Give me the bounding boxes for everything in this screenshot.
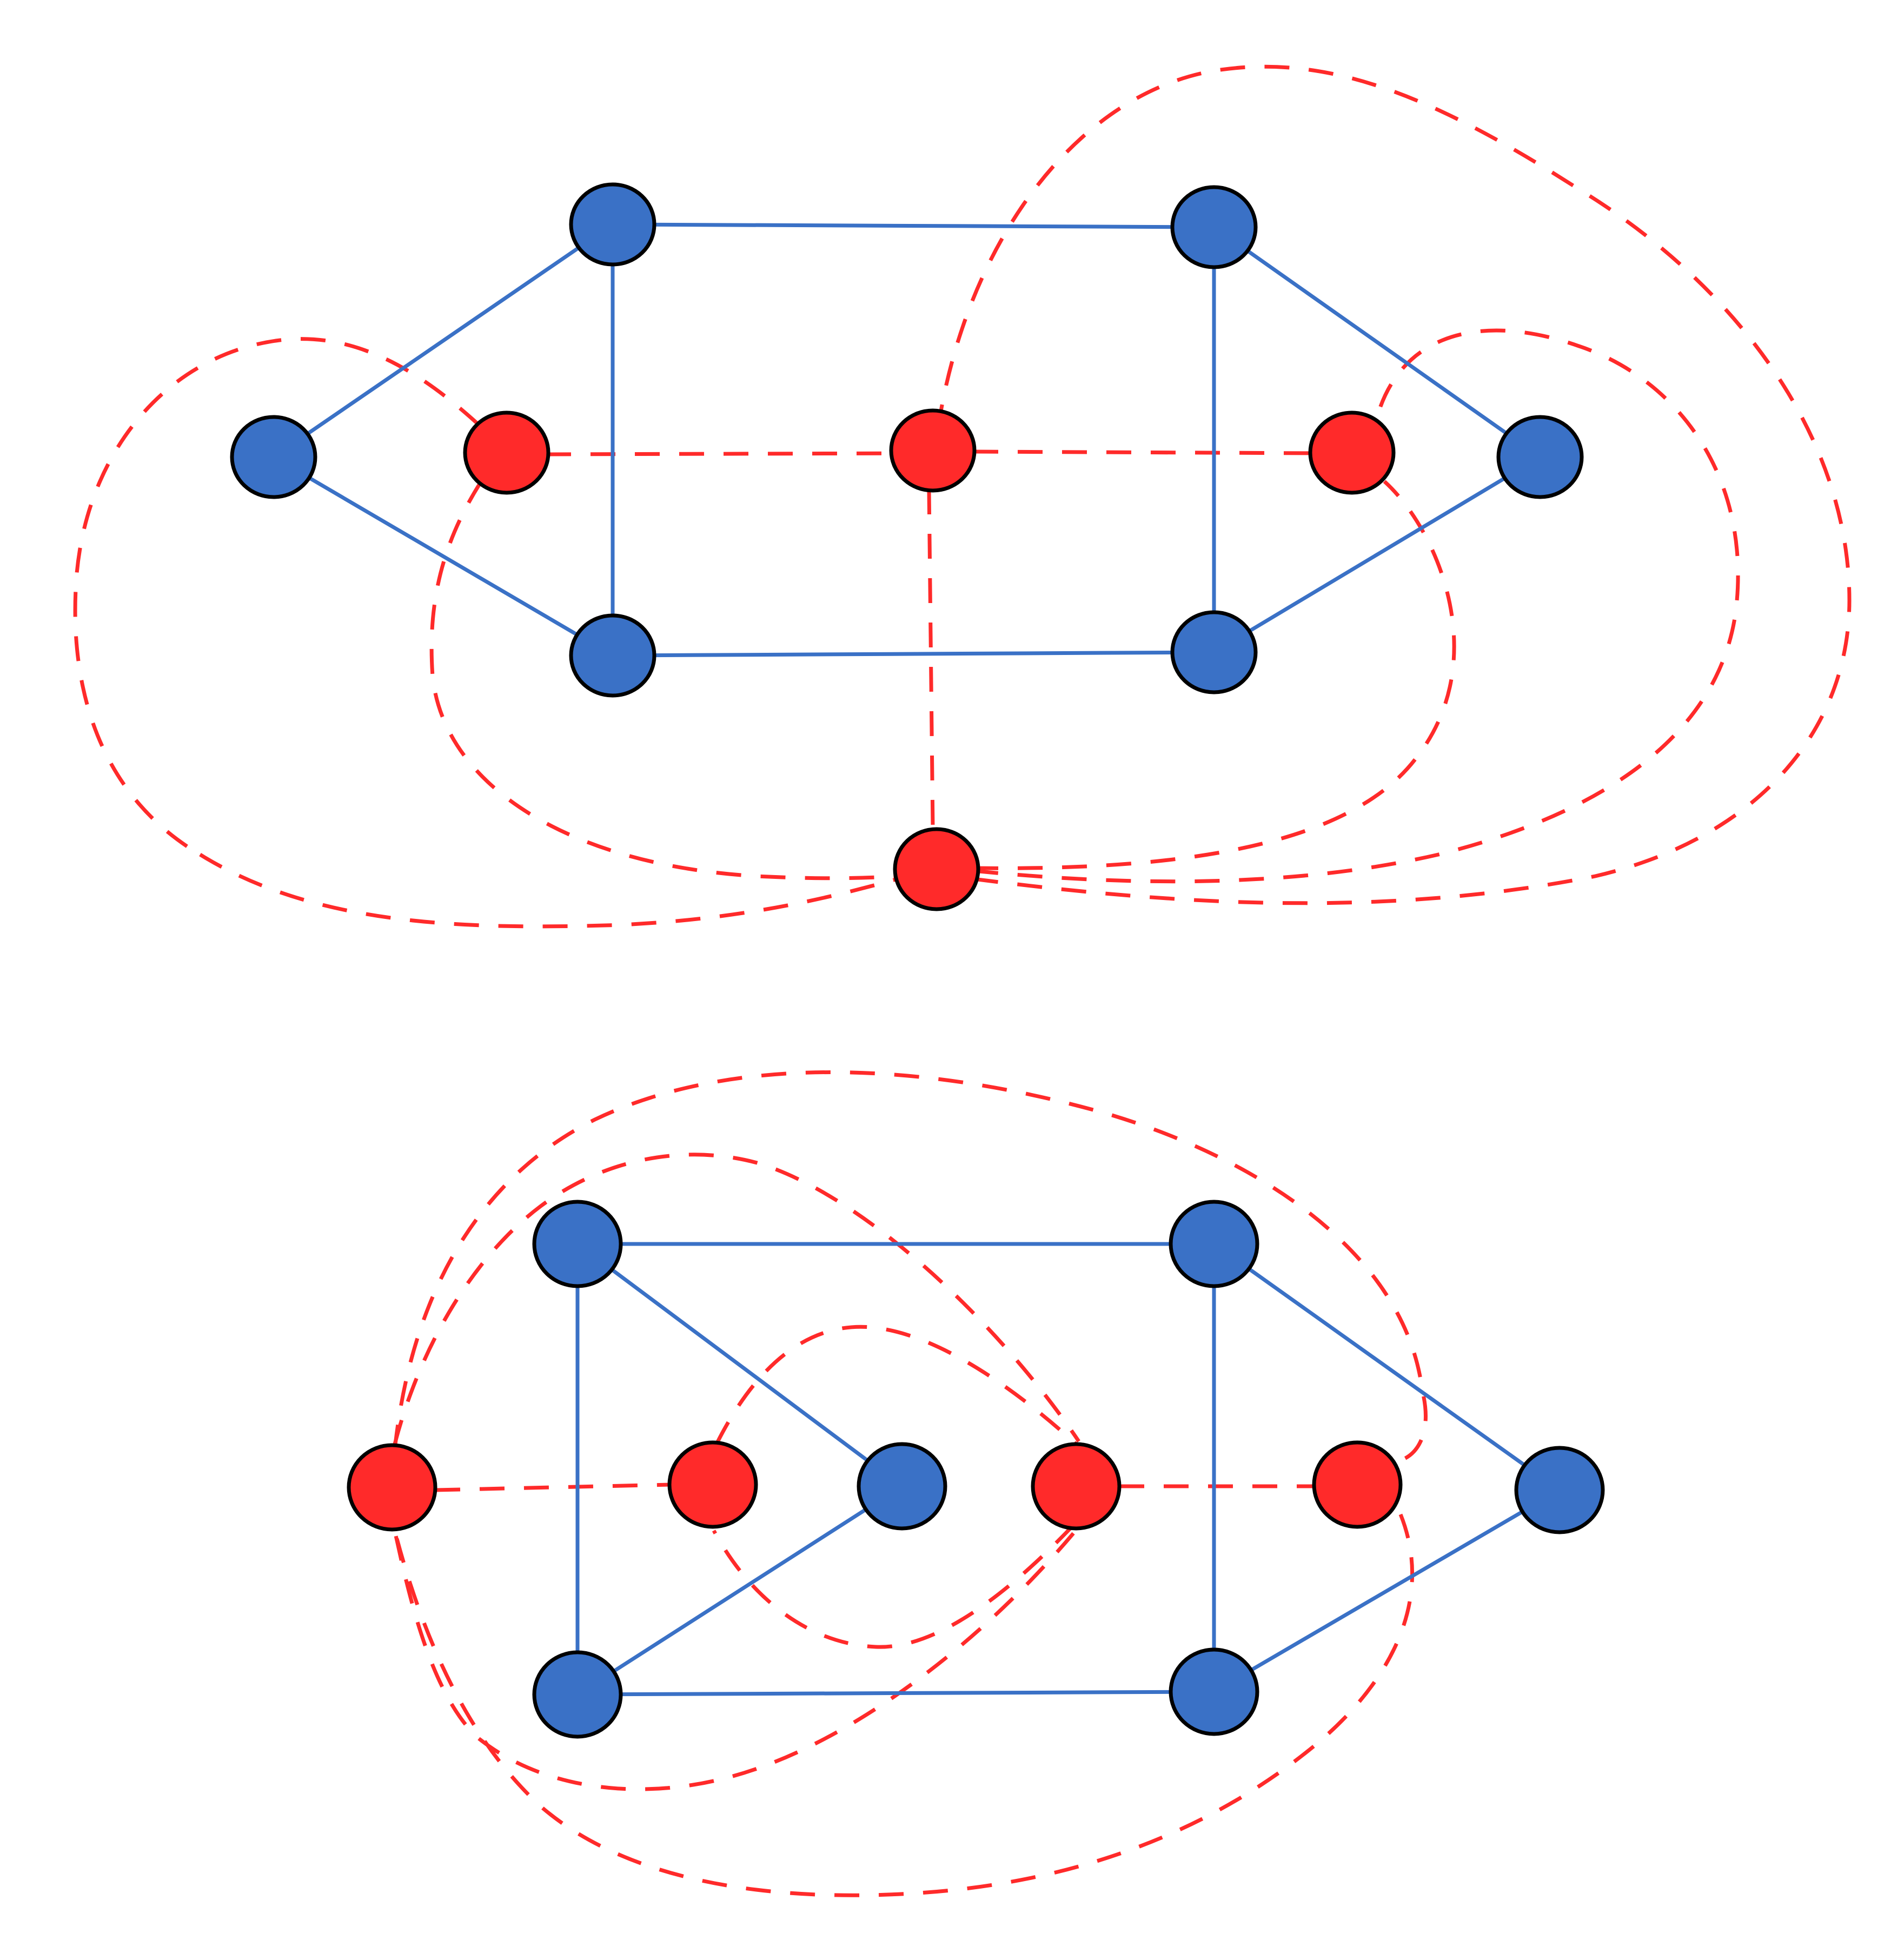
top-primal-node-right bbox=[1496, 415, 1584, 499]
bottom-edge-ll-inner bbox=[575, 1484, 904, 1697]
bottom-dual-node-right bbox=[1312, 1440, 1403, 1529]
bottom-edge-ll-lr bbox=[575, 1690, 1216, 1697]
top-dual-edge-left-outer bbox=[199, 853, 898, 929]
bottom-primal-node-right bbox=[1514, 1446, 1605, 1534]
top-dual-edge-center-right bbox=[973, 449, 1320, 455]
top-dual-edge-right-loop bbox=[973, 328, 1740, 884]
bottom-graph bbox=[347, 1070, 1605, 1897]
bottom-edge-ur-right bbox=[1212, 1242, 1562, 1492]
top-dual-nodes bbox=[463, 408, 1396, 911]
top-edge-left-ul bbox=[271, 222, 615, 459]
top-dual-node-right bbox=[1308, 411, 1396, 495]
top-edge-lr-right bbox=[1212, 455, 1542, 654]
top-primal-node-upper-left bbox=[569, 182, 656, 267]
bottom-dual-edge-middle-loop bbox=[393, 1153, 1080, 1791]
top-dual-edge-left-loop-upper bbox=[73, 337, 480, 857]
bottom-dual-edge-outer-loop bbox=[393, 1070, 1428, 1897]
top-dual-edges bbox=[73, 64, 1852, 929]
top-dual-edge-right-inner bbox=[973, 480, 1456, 870]
bottom-edge-ul-inner bbox=[575, 1242, 904, 1488]
top-primal-node-left bbox=[230, 415, 317, 499]
top-dual-edge-center-bottom bbox=[927, 489, 935, 828]
bottom-primal-nodes bbox=[532, 1200, 1605, 1739]
bottom-dual-node-far-left bbox=[347, 1443, 437, 1532]
bottom-dual-edge-far-left-left bbox=[435, 1482, 671, 1492]
bottom-primal-node-upper-left bbox=[532, 1200, 623, 1288]
top-dual-node-left bbox=[463, 411, 550, 495]
top-graph bbox=[73, 64, 1852, 929]
top-dual-node-bottom bbox=[893, 827, 980, 911]
top-dual-node-center bbox=[889, 408, 977, 493]
top-edge-ll-lr bbox=[611, 650, 1216, 658]
bottom-primal-node-lower-left bbox=[532, 1650, 623, 1739]
top-primal-node-lower-right bbox=[1170, 610, 1258, 694]
top-primal-node-lower-left bbox=[569, 613, 656, 698]
top-dual-edge-outer-loop bbox=[939, 64, 1852, 905]
top-primal-nodes bbox=[230, 182, 1584, 698]
bottom-primal-node-inner bbox=[857, 1442, 947, 1531]
bottom-dual-node-middle bbox=[1031, 1442, 1122, 1531]
top-edge-left-ll bbox=[271, 455, 615, 658]
top-primal-node-upper-right bbox=[1170, 185, 1258, 269]
bottom-dual-node-left bbox=[667, 1440, 758, 1529]
bottom-primal-node-lower-right bbox=[1169, 1647, 1259, 1736]
top-dual-edge-left-center bbox=[546, 451, 925, 456]
bottom-edge-lr-right bbox=[1212, 1488, 1562, 1694]
bottom-primal-edges bbox=[575, 1242, 1562, 1697]
top-edge-ul-ur bbox=[611, 222, 1216, 229]
bottom-dual-edge-inner-loop bbox=[712, 1325, 1078, 1649]
bottom-dual-nodes bbox=[347, 1440, 1403, 1532]
bottom-dual-edges bbox=[393, 1070, 1428, 1897]
bottom-primal-node-upper-right bbox=[1169, 1200, 1259, 1288]
top-primal-edges bbox=[271, 222, 1542, 658]
top-edge-ur-right bbox=[1212, 225, 1542, 459]
top-dual-edge-left-inner bbox=[429, 480, 898, 881]
